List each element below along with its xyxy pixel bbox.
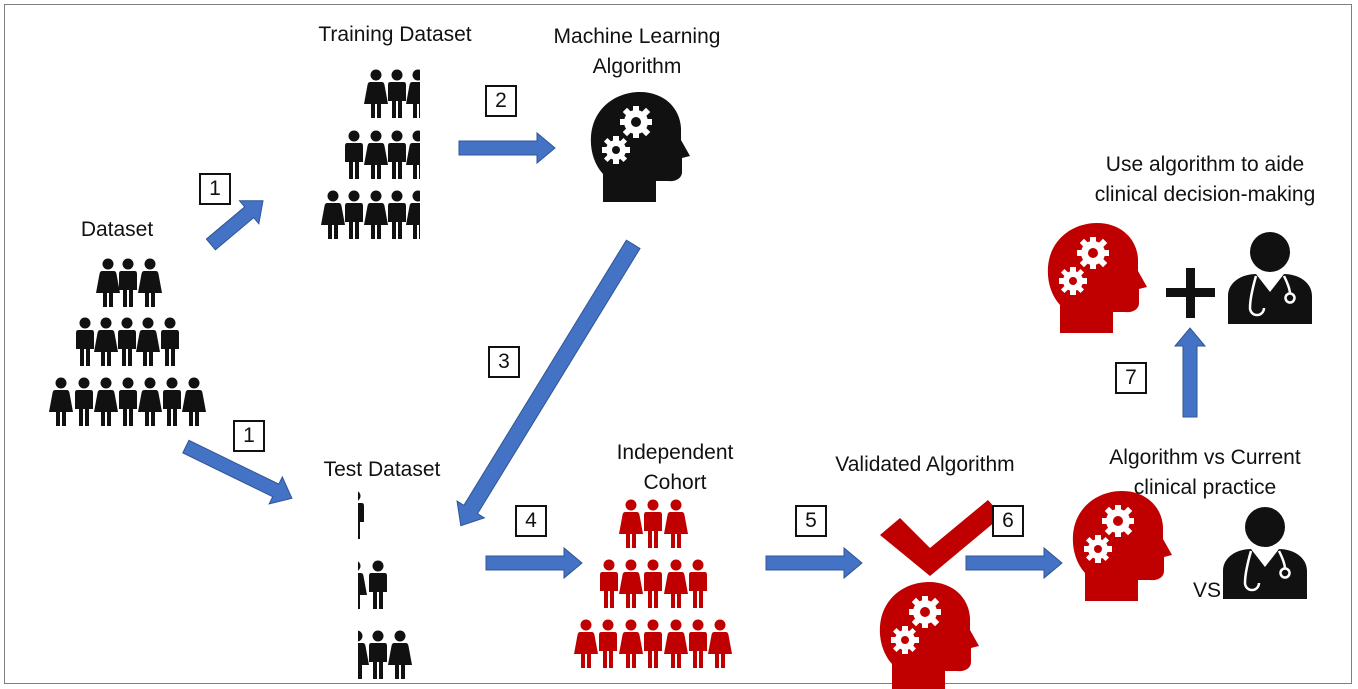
validated-algorithm-label: Validated Algorithm — [835, 453, 1015, 476]
vs-label: VS — [1192, 579, 1221, 602]
training-dataset-people-icon — [321, 69, 430, 239]
arrow-step-2 — [458, 131, 556, 165]
dataset-label: Dataset — [80, 218, 154, 241]
step-4-box: 4 — [515, 505, 547, 537]
independent-cohort-people-icon — [574, 499, 732, 668]
arrow-step-1-training — [205, 200, 264, 251]
use-algorithm-label-line1: Use algorithm to aide — [1105, 153, 1305, 176]
arrow-step-7 — [1173, 327, 1207, 418]
dataset-people-icon — [49, 258, 206, 426]
step-6-box: 6 — [992, 505, 1024, 537]
step-2-box: 2 — [485, 85, 517, 117]
step-1-box-training: 1 — [199, 173, 231, 205]
comparison-doctor-icon — [1221, 505, 1309, 601]
check-mark-icon — [880, 500, 1002, 576]
aide-doctor-icon — [1226, 230, 1314, 326]
ml-algorithm-label-line2: Algorithm — [592, 55, 682, 78]
plus-icon — [1166, 268, 1215, 318]
arrow-step-6 — [965, 546, 1063, 580]
validated-algorithm-head-gears-icon — [879, 582, 979, 689]
comparison-head-gears-icon — [1072, 491, 1172, 601]
step-3-box: 3 — [488, 346, 520, 378]
independent-cohort-label-line1: Independent — [616, 441, 734, 464]
use-algorithm-label-line2: clinical decision-making — [1094, 183, 1316, 206]
algorithm-vs-label-line2: clinical practice — [1133, 476, 1277, 499]
arrow-step-5 — [765, 546, 863, 580]
step-7-box: 7 — [1115, 362, 1147, 394]
step-1-box-test: 1 — [233, 420, 265, 452]
algorithm-vs-label-line1: Algorithm vs Current — [1109, 446, 1301, 469]
test-dataset-label: Test Dataset — [323, 458, 441, 481]
arrow-step-3 — [456, 239, 641, 527]
arrow-step-4 — [485, 546, 583, 580]
ml-algorithm-label-line1: Machine Learning — [553, 25, 721, 48]
aide-head-gears-icon — [1047, 223, 1147, 333]
ml-algorithm-head-gears-icon — [590, 92, 690, 202]
independent-cohort-label-line2: Cohort — [643, 471, 707, 494]
step-5-box: 5 — [795, 505, 827, 537]
training-dataset-label: Training Dataset — [318, 23, 472, 46]
arrow-step-1-test — [182, 439, 293, 505]
diagram-frame — [4, 4, 1352, 684]
flow-arrows — [182, 131, 1207, 580]
